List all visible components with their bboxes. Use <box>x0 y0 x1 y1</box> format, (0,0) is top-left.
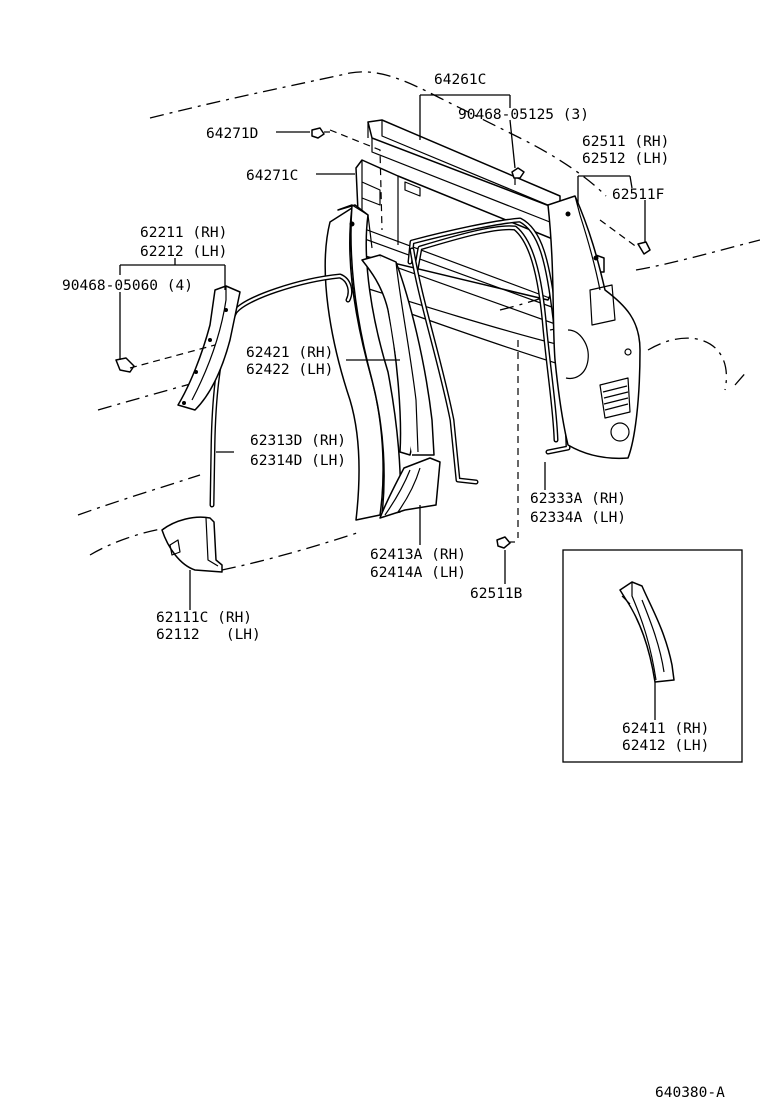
callout-90468-05060: 90468-05060 (4) <box>62 278 193 294</box>
callout-62414a-lh: 62414A (LH) <box>370 565 466 581</box>
scuff-plate <box>161 516 223 573</box>
callout-62411-rh: 62411 (RH) <box>622 721 709 737</box>
callout-62111c-rh: 62111C (RH) <box>156 610 252 626</box>
front-pillar-trim <box>177 285 241 411</box>
callout-62112-lh: 62112 (LH) <box>156 627 261 643</box>
callout-62313d-rh: 62313D (RH) <box>250 433 346 449</box>
weather-strip-left <box>209 273 353 508</box>
pillar-garnish-strip <box>361 254 435 456</box>
callout-62511-rh: 62511 (RH) <box>582 134 669 150</box>
lower-side-trim <box>379 457 441 519</box>
callout-62422-lh: 62422 (LH) <box>246 362 333 378</box>
callout-62512-lh: 62512 (LH) <box>582 151 669 167</box>
callout-62421-rh: 62421 (RH) <box>246 345 333 361</box>
callouts: 64261C 90468-05125 (3) 64271D 64271C 625… <box>62 72 725 1101</box>
callout-90468-05125: 90468-05125 (3) <box>458 107 589 123</box>
detail-inset <box>562 549 743 763</box>
callout-64271c: 64271C <box>246 168 298 184</box>
leader-lines <box>119 94 656 720</box>
callout-62333a-rh: 62333A (RH) <box>530 491 626 507</box>
quarter-panel-trim <box>547 195 641 460</box>
callout-62511b: 62511B <box>470 586 523 602</box>
callout-62334a-lh: 62334A (LH) <box>530 510 626 526</box>
callout-62413a-rh: 62413A (RH) <box>370 547 466 563</box>
callout-62212-lh: 62212 (LH) <box>140 244 227 260</box>
assembly-lines <box>129 129 639 538</box>
fasteners <box>115 127 651 549</box>
callout-62412-lh: 62412 (LH) <box>622 738 709 754</box>
callout-64261c: 64261C <box>434 72 486 88</box>
callout-62314d-lh: 62314D (LH) <box>250 453 346 469</box>
callout-62511f: 62511F <box>612 187 664 203</box>
drawing-number: 640380-A <box>655 1085 725 1101</box>
callout-62211-rh: 62211 (RH) <box>140 225 227 241</box>
callout-64271d: 64271D <box>206 126 258 142</box>
